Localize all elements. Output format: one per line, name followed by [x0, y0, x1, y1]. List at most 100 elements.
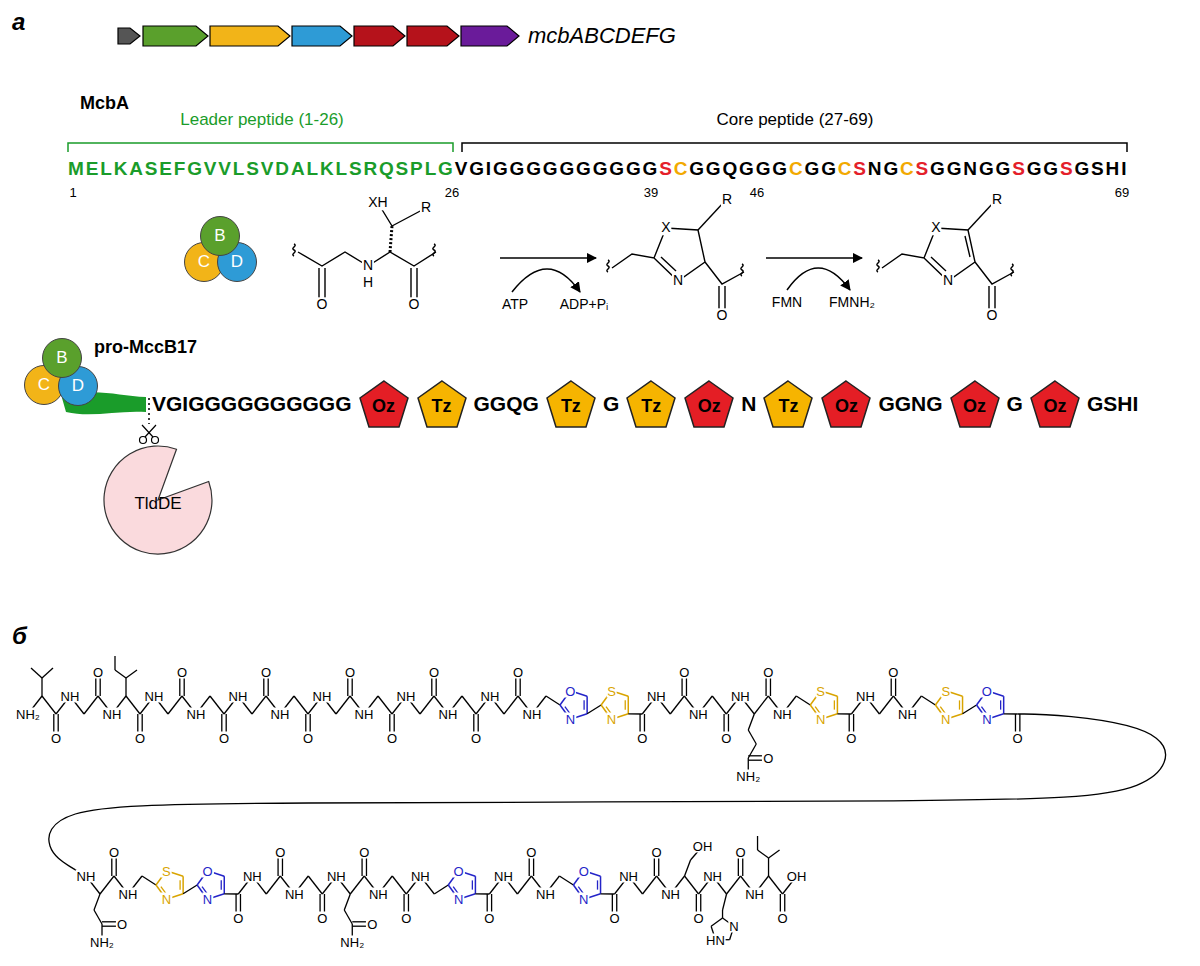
bond-line	[583, 700, 584, 709]
residue-text: GGQG	[474, 392, 539, 416]
label-text: McbA	[80, 94, 129, 114]
gene-cluster-part	[461, 26, 519, 46]
atom-label: NH	[522, 708, 543, 721]
atom-label: NH	[102, 708, 123, 721]
sequence-segment: GG	[1027, 158, 1060, 180]
bond-line	[42, 668, 53, 678]
label-text: а	[12, 9, 25, 35]
node-label: Oz	[835, 391, 858, 417]
row-slot: Tz	[416, 379, 468, 429]
sequence-segment: GGQGGG	[689, 158, 789, 180]
row-slot: Oz	[358, 379, 410, 429]
atom-label: O	[692, 912, 704, 925]
pacman-fill	[104, 446, 212, 554]
atom-label: O	[232, 912, 244, 925]
bond-line	[834, 700, 835, 709]
atom-label: NH	[368, 888, 389, 901]
bond-line	[685, 876, 699, 894]
sequence-row: MELKASEFGVVLSVDALKLSRQSPLGVGIGGGGGGGGGGS…	[68, 158, 1128, 180]
bond-line	[179, 880, 180, 889]
node-label: C	[198, 253, 210, 272]
pentagon-fill	[1031, 381, 1079, 427]
atom-label: O	[176, 666, 188, 679]
atom-label: N	[161, 893, 172, 906]
atom-label: O	[218, 732, 230, 745]
node-label: Tz	[641, 391, 661, 417]
atom-label: NH	[118, 888, 139, 901]
row-slot: Oz	[683, 379, 735, 429]
azole-pentagon: Oz	[358, 379, 410, 429]
atom-label: NH	[312, 690, 333, 703]
label-text: X	[660, 220, 671, 235]
label-text: R	[721, 192, 733, 207]
bond-line	[94, 894, 100, 910]
atom-label: OH	[692, 840, 714, 853]
atom-label: O	[762, 666, 774, 679]
cleavage-line	[148, 398, 150, 424]
label-text: 46	[750, 186, 764, 200]
bond-line	[879, 696, 893, 714]
label-text: Core peptide (27-69)	[717, 111, 874, 130]
sequence-segment: S	[1012, 158, 1027, 180]
atom-label: O	[776, 912, 788, 925]
residue-text: G	[1007, 392, 1023, 416]
atom-label: S	[940, 684, 951, 697]
label-text: XH	[367, 195, 388, 210]
atom-label: NH	[535, 888, 556, 901]
node-label: B	[56, 349, 67, 368]
atom-label: N	[981, 713, 992, 726]
atom-label: O	[608, 912, 620, 925]
azole-pentagon: Oz	[820, 379, 872, 429]
atom-label: O	[50, 732, 62, 745]
atom-label: NH₂	[89, 936, 115, 949]
row-slot: N	[741, 392, 756, 416]
atom-label: NH	[354, 708, 375, 721]
sequence-segment: GG	[805, 158, 838, 180]
bond-line	[685, 860, 691, 876]
pentagon-fill	[547, 381, 595, 427]
bond-line	[126, 696, 140, 714]
residue-text: GSHI	[1087, 392, 1138, 416]
label-text: ATP	[501, 297, 529, 312]
bond-line	[434, 885, 448, 894]
gene-cluster-part	[118, 28, 140, 44]
bond-line	[712, 696, 726, 714]
bond-line	[41, 678, 42, 696]
sequence-segment: NG	[868, 158, 900, 180]
atom-label: O	[981, 684, 993, 697]
atom-label: O	[512, 666, 524, 679]
atom-label: NH	[660, 888, 681, 901]
bond-line	[420, 696, 434, 714]
bond-line	[114, 656, 115, 670]
atom-label: O	[470, 732, 482, 745]
gene-cluster-part	[143, 26, 208, 46]
atom-label: S	[815, 684, 826, 697]
row-slot: Oz	[1029, 379, 1081, 429]
label-text: pro-MccB17	[94, 338, 197, 358]
label-text: R	[420, 200, 432, 215]
atom-label: O	[734, 846, 746, 859]
substrate-structure-part	[390, 226, 392, 252]
atom-label: NH	[60, 690, 81, 703]
node-label: Oz	[372, 391, 395, 417]
sequence-segment: C	[789, 158, 805, 180]
atom-label: O	[260, 666, 272, 679]
atom-label: O	[108, 846, 120, 859]
bond-line	[517, 876, 531, 894]
bond-line	[587, 705, 601, 714]
residue-text: VGIGGGGGGGGGG	[152, 392, 352, 416]
label-text: ADP+Pᵢ	[559, 297, 610, 312]
bond-line	[722, 910, 723, 918]
atom-label: N	[606, 713, 617, 726]
atom-label: O	[344, 666, 356, 679]
row-slot: G	[1007, 392, 1023, 416]
atom-label: N	[565, 713, 576, 726]
atom-label: NH₂	[339, 936, 365, 949]
bond-line	[183, 885, 197, 894]
substrate-structure-part	[293, 244, 295, 256]
azole-structure-part	[931, 236, 970, 271]
atom-label: NH	[284, 888, 305, 901]
azole-pentagon: Oz	[949, 379, 1001, 429]
bond-line	[546, 696, 560, 705]
